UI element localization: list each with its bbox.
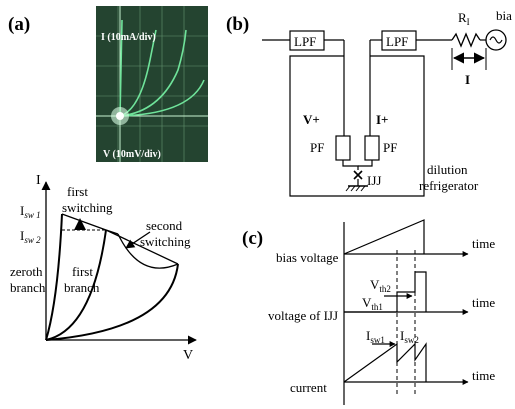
pf-right-label: PF	[383, 140, 397, 155]
lpf-right-label: LPF	[386, 34, 408, 49]
panel-c-label: (c)	[242, 228, 263, 249]
isw2-c-label: Isw2	[400, 328, 419, 345]
v-axis-label: V	[183, 348, 193, 363]
isw1-c-label: Isw1	[366, 328, 385, 345]
timing-diagram: time bias voltage time voltage of IJJ ti…	[268, 219, 495, 405]
zeroth-branch-label: zeroth branch	[10, 264, 46, 295]
isw1-label: Isw 1	[20, 203, 41, 220]
ac-source-icon	[485, 29, 507, 51]
panel-b-label: (b)	[226, 14, 249, 35]
i-plus-label: I+	[376, 112, 388, 127]
first-switching-arrow	[74, 218, 86, 230]
time-label-current: time	[472, 368, 495, 383]
time-label-ijj: time	[472, 295, 495, 310]
time-label-bias: time	[472, 236, 495, 251]
second-branch-curve	[45, 263, 179, 341]
second-switching-label: second switching	[140, 218, 191, 249]
vth1-label: Vth1	[362, 295, 383, 312]
first-switching-line	[61, 213, 107, 231]
bias-label: bia	[496, 8, 512, 23]
second-switching-line	[105, 229, 179, 265]
pf-right-box	[364, 135, 380, 161]
first-switching-label: first switching	[62, 184, 113, 215]
v-plus-label: V+	[303, 112, 320, 127]
pf-left-label: PF	[310, 140, 324, 155]
pf-left-box	[335, 135, 351, 161]
scope-y-scale: I (10mA/div)	[101, 32, 156, 43]
voltage-of-ijj-label: voltage of IJJ	[268, 308, 338, 323]
scope-trace-first	[119, 29, 157, 117]
current-label: I	[465, 72, 470, 87]
resistor-ri	[451, 32, 481, 48]
dilution-refrigerator-box	[289, 55, 425, 197]
current-waveform	[343, 342, 427, 383]
iv-sketch: I V Isw 1 Isw 2 first switching second s…	[10, 173, 197, 363]
ijj-symbol	[353, 170, 363, 180]
bias-voltage-label: bias voltage	[276, 250, 339, 265]
isw2-label: Isw 2	[20, 228, 41, 245]
oscilloscope-image: I (10mA/div) V (10mV/div)	[96, 6, 208, 162]
dilution-refrigerator-label: dilution refrigerator	[419, 162, 479, 193]
ijj-label: IJJ	[367, 173, 381, 188]
first-branch-curve	[45, 229, 107, 341]
scope-x-scale: V (10mV/div)	[103, 149, 161, 160]
circuit-diagram: LPF LPF RI bia I V+ I+ PF PF	[262, 8, 512, 197]
first-branch-label: first branch	[64, 264, 100, 295]
lpf-left-label: LPF	[294, 34, 316, 49]
current-label-c: current	[290, 380, 327, 395]
vth2-label: Vth2	[370, 277, 391, 294]
scope-trace-zeroth	[119, 19, 123, 117]
ri-label: RI	[458, 10, 470, 27]
i-axis-label: I	[36, 173, 41, 188]
bias-ramp	[343, 219, 425, 255]
panel-a-label: (a)	[8, 14, 30, 35]
zeroth-branch-curve	[45, 213, 63, 341]
scope-trace-second	[119, 29, 187, 117]
